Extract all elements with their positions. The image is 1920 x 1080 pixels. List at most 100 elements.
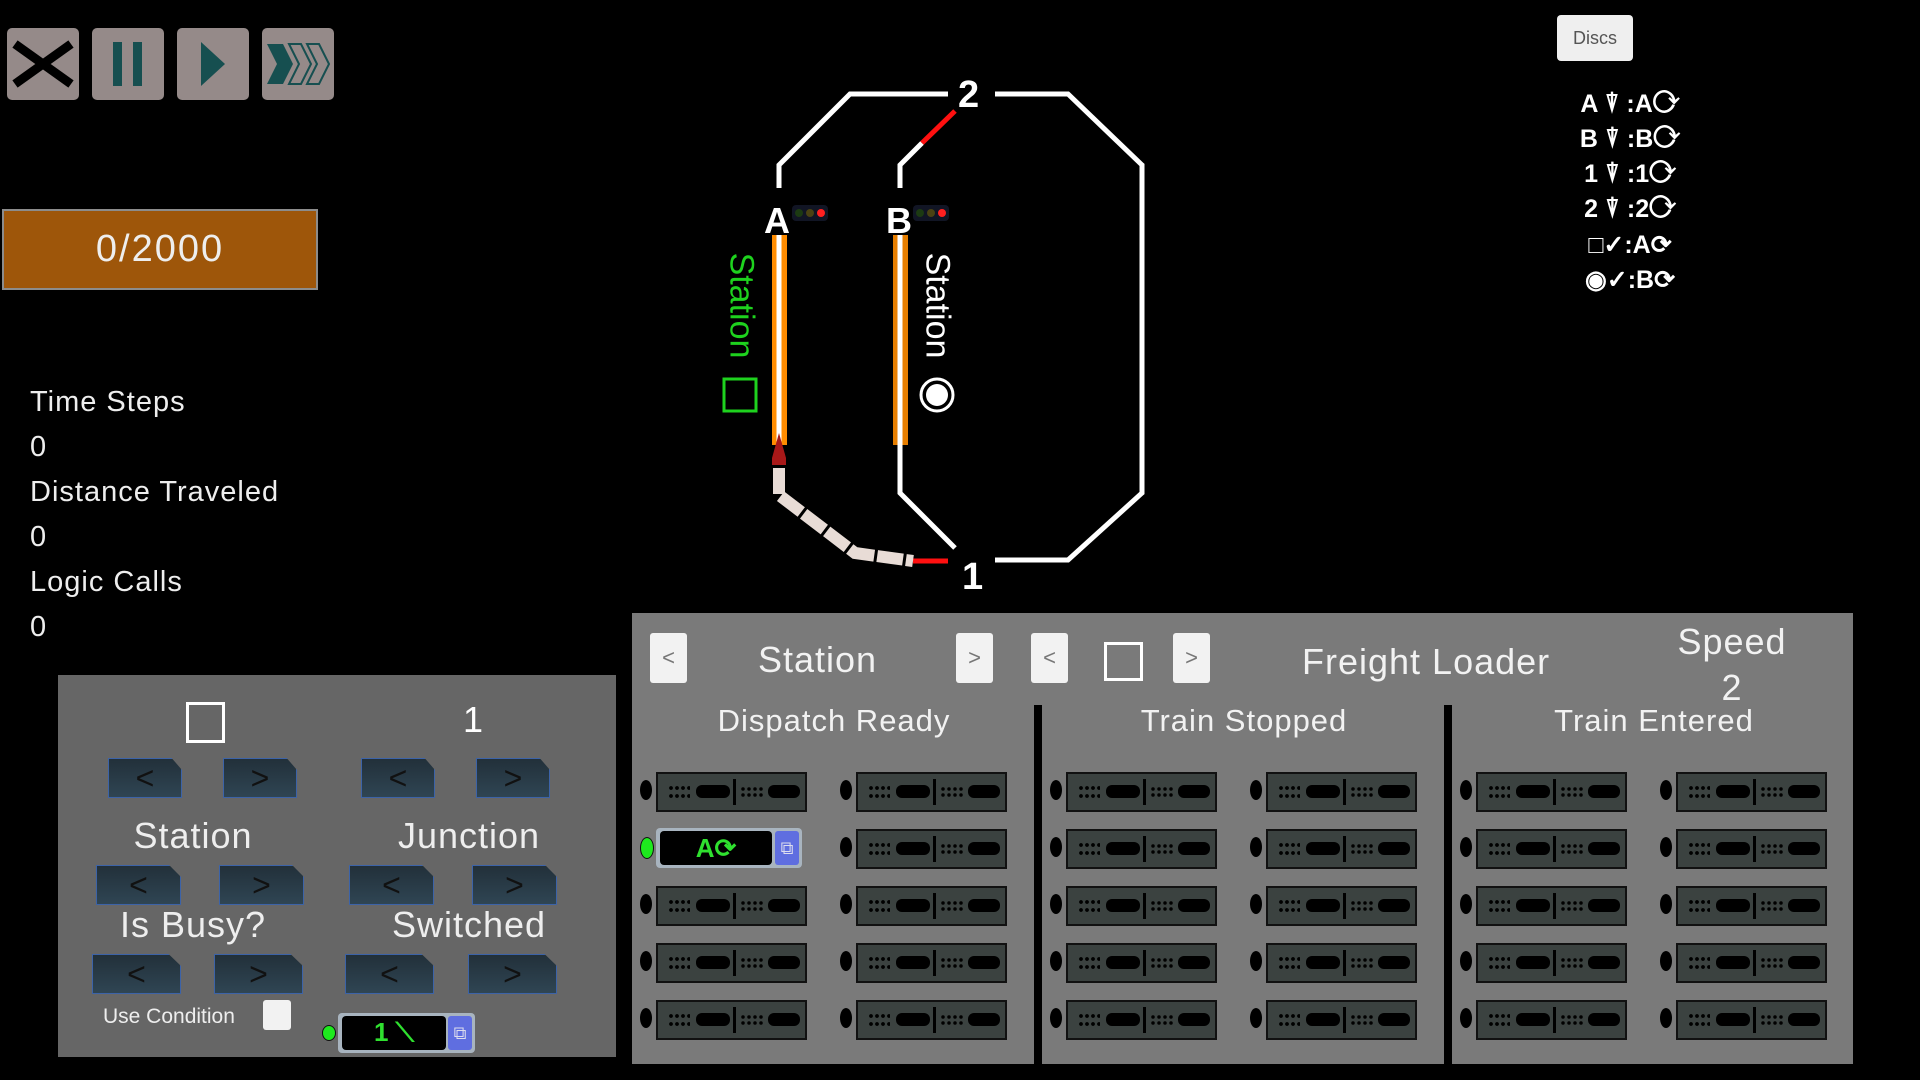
logic-slot-empty[interactable]: [656, 943, 807, 983]
logic-slot-empty[interactable]: [1066, 886, 1217, 926]
output-slot[interactable]: 1 ⟍ ⧉: [338, 1013, 475, 1053]
logic-slot-empty[interactable]: [856, 829, 1007, 869]
station-b-label: Station: [918, 252, 957, 359]
logic-slot-filled[interactable]: A⟳⧉: [656, 828, 802, 868]
component-panel: < Station > < > Freight Loader Speed 2 D…: [632, 613, 1853, 1064]
logic-slot-empty[interactable]: [1676, 943, 1827, 983]
track-segment: [897, 141, 924, 188]
slot-indicator: [1250, 951, 1262, 971]
left-type-label: Station: [133, 815, 253, 856]
slot-indicator: [1460, 1008, 1472, 1028]
logic-slot-empty[interactable]: [656, 772, 807, 812]
legend-item: ◉✓:B⟳: [1584, 266, 1676, 294]
component-name: Freight Loader: [1302, 641, 1551, 682]
logic-slot-empty[interactable]: [1676, 772, 1827, 812]
right-type-label: Junction: [397, 815, 541, 856]
logic-slot-empty[interactable]: [856, 772, 1007, 812]
slot-indicator: [1460, 951, 1472, 971]
column-title-train-stopped: Train Stopped: [1140, 703, 1348, 738]
symbol-next-button[interactable]: >: [223, 758, 297, 798]
train-engine: [772, 433, 786, 465]
logic-slot-empty[interactable]: [1476, 943, 1627, 983]
slot-indicator: [840, 951, 852, 971]
right-query-prev-button[interactable]: <: [345, 954, 434, 994]
slot-indicator: [1250, 1008, 1262, 1028]
track-segment: [776, 91, 948, 188]
slot-indicator: [1050, 780, 1062, 800]
discs-button[interactable]: Discs: [1557, 15, 1633, 61]
copy-icon[interactable]: ⧉: [448, 1016, 472, 1050]
logic-slot-empty[interactable]: [1476, 1000, 1627, 1040]
logic-slot-empty[interactable]: [1066, 772, 1217, 812]
node-label-1: 1: [962, 556, 984, 598]
play-button[interactable]: [177, 28, 249, 100]
slot-indicator: [640, 1008, 652, 1028]
x-icon: [12, 40, 74, 88]
logic-slot-empty[interactable]: [1266, 943, 1417, 983]
fast-forward-icon: [267, 43, 331, 85]
score-display: 0/2000: [2, 209, 318, 290]
left-query-next-button[interactable]: >: [214, 954, 303, 994]
output-indicator: [322, 1025, 336, 1041]
logic-slot-empty[interactable]: [856, 943, 1007, 983]
type-prev-button[interactable]: <: [650, 633, 687, 683]
left-query-label: Is Busy?: [119, 904, 267, 945]
logic-slot-empty[interactable]: [856, 886, 1007, 926]
symbol-next-button[interactable]: >: [1173, 633, 1210, 683]
symbol-prev-button[interactable]: <: [108, 758, 182, 798]
legend-item: B ⍒ :B⟳: [1579, 125, 1681, 153]
fast-forward-button[interactable]: [262, 28, 334, 100]
logic-slot-empty[interactable]: [1266, 829, 1417, 869]
slot-indicator: [1050, 894, 1062, 914]
left-type-prev-button[interactable]: <: [96, 865, 181, 905]
legend-item: A ⍒ :A⟳: [1580, 90, 1680, 118]
slot-indicator: [640, 780, 652, 800]
value-prev-button[interactable]: <: [361, 758, 435, 798]
use-condition-checkbox[interactable]: [263, 1000, 291, 1030]
logic-slot-empty[interactable]: [1476, 772, 1627, 812]
logic-slot-empty[interactable]: [1266, 886, 1417, 926]
logic-slot-empty[interactable]: [1266, 1000, 1417, 1040]
left-query-prev-button[interactable]: <: [92, 954, 181, 994]
logic-slot-empty[interactable]: [1676, 829, 1827, 869]
slot-indicator: [1660, 951, 1672, 971]
symbol-prev-button[interactable]: <: [1031, 633, 1068, 683]
circle-symbol: [919, 377, 955, 413]
column-title-dispatch-ready: Dispatch Ready: [717, 703, 951, 738]
output-value: 1 ⟍: [342, 1016, 446, 1050]
logic-slot-empty[interactable]: [656, 886, 807, 926]
logic-slot-empty[interactable]: [856, 1000, 1007, 1040]
value-next-button[interactable]: >: [476, 758, 550, 798]
slot-indicator: [1460, 894, 1472, 914]
logic-slot-empty[interactable]: [1066, 1000, 1217, 1040]
type-next-button[interactable]: >: [956, 633, 993, 683]
stop-button[interactable]: [7, 28, 79, 100]
logic-slot-empty[interactable]: [1676, 886, 1827, 926]
slot-indicator: [840, 894, 852, 914]
condition-panel: 1 < > < > Station Junction < > < > Is Bu…: [58, 675, 616, 1057]
right-type-next-button[interactable]: >: [472, 865, 557, 905]
right-type-prev-button[interactable]: <: [349, 865, 434, 905]
right-query-label: Switched: [391, 904, 547, 945]
logic-slot-empty[interactable]: [1066, 829, 1217, 869]
speed-label: Speed: [1677, 621, 1787, 662]
slot-indicator: [1660, 1008, 1672, 1028]
slot-indicator: [1460, 837, 1472, 857]
pause-icon: [113, 42, 142, 86]
pause-button[interactable]: [92, 28, 164, 100]
column-title-train-entered: Train Entered: [1554, 703, 1754, 738]
column-divider: [1444, 705, 1452, 1064]
logic-slot-empty[interactable]: [1476, 886, 1627, 926]
right-query-next-button[interactable]: >: [468, 954, 557, 994]
logic-slot-empty[interactable]: [1266, 772, 1417, 812]
square-symbol: [722, 377, 758, 413]
distance-traveled-label: Distance Traveled: [30, 476, 280, 508]
slot-indicator: [1660, 837, 1672, 857]
copy-icon[interactable]: ⧉: [775, 831, 799, 865]
logic-slot-empty[interactable]: [1676, 1000, 1827, 1040]
legend-item: 1 ⍒ :1⟳: [1584, 160, 1676, 188]
logic-slot-empty[interactable]: [1066, 943, 1217, 983]
logic-slot-empty[interactable]: [1476, 829, 1627, 869]
logic-slot-empty[interactable]: [656, 1000, 807, 1040]
left-type-next-button[interactable]: >: [219, 865, 304, 905]
